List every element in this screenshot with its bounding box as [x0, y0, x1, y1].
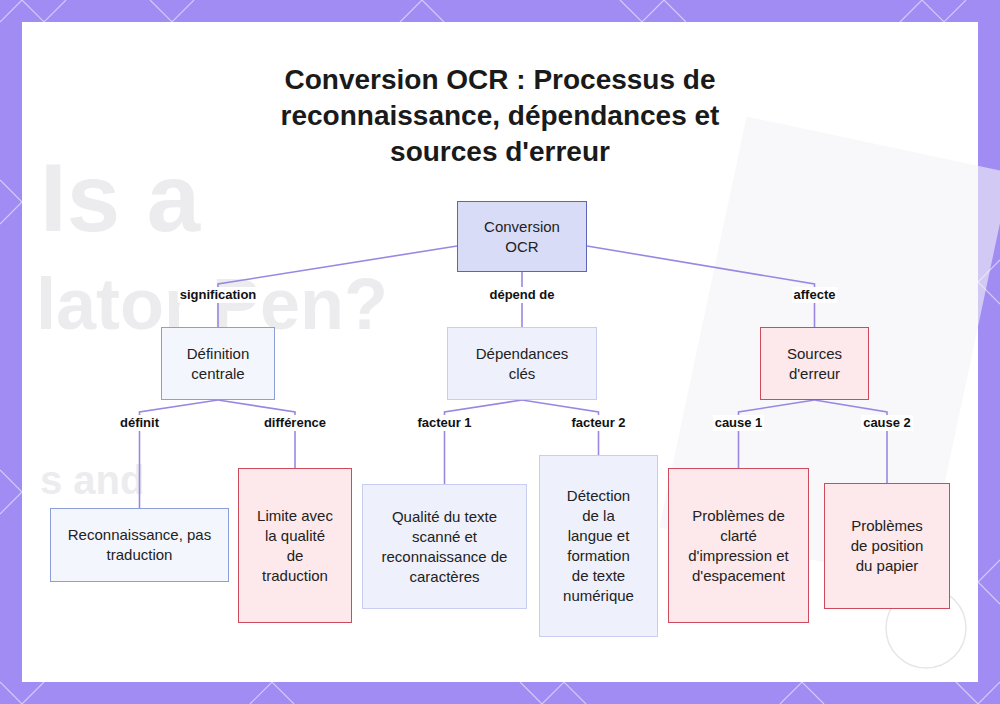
connector-line [815, 400, 888, 483]
concept-box: Dépendances clés [447, 327, 597, 400]
edge-label: facteur 1 [415, 415, 473, 431]
concept-box: Limite avec la qualité de traduction [238, 468, 352, 623]
edge-label: affecte [792, 287, 838, 303]
concept-box: Problèmes de clarté d'impression et d'es… [668, 468, 809, 623]
concept-box: Sources d'erreur [760, 327, 869, 400]
connector-line [445, 400, 523, 484]
node-text: Dépendances clés [462, 344, 582, 384]
watermark-text: s and [40, 460, 144, 500]
node-text: Définition centrale [173, 344, 263, 384]
node-text: Limite avec la qualité de traduction [255, 506, 335, 586]
concept-box: Problèmes de position du papier [824, 483, 950, 609]
connector-line [739, 400, 815, 468]
node-text: Qualité du texte scanné et reconnaissanc… [375, 507, 515, 587]
node-text: Problèmes de position du papier [842, 516, 932, 576]
edge-label: signification [178, 287, 259, 303]
edge-label: cause 2 [861, 415, 913, 431]
node-text: Problèmes de clarté d'impression et d'es… [679, 506, 799, 586]
edge-label: différence [262, 415, 328, 431]
concept-box: Détection de la langue et formation de t… [539, 455, 658, 637]
concept-box: Conversion OCR [457, 201, 587, 272]
watermark-text: Is a [40, 150, 200, 246]
diagram-title: Conversion OCR : Processus de reconnaiss… [230, 62, 770, 170]
edge-label: cause 1 [713, 415, 765, 431]
concept-box: Reconnaissance, pas traduction [50, 508, 229, 582]
edge-label: définit [118, 415, 161, 431]
edge-label: dépend de [487, 287, 556, 303]
node-text: Détection de la langue et formation de t… [559, 486, 639, 606]
edge-label: facteur 2 [569, 415, 627, 431]
node-text: Conversion OCR [477, 217, 567, 257]
concept-box: Définition centrale [161, 327, 275, 400]
node-text: Sources d'erreur [775, 344, 855, 384]
connector-line [587, 246, 815, 327]
connector-line [218, 400, 295, 468]
node-text: Reconnaissance, pas traduction [65, 525, 215, 565]
concept-box: Qualité du texte scanné et reconnaissanc… [362, 484, 527, 609]
